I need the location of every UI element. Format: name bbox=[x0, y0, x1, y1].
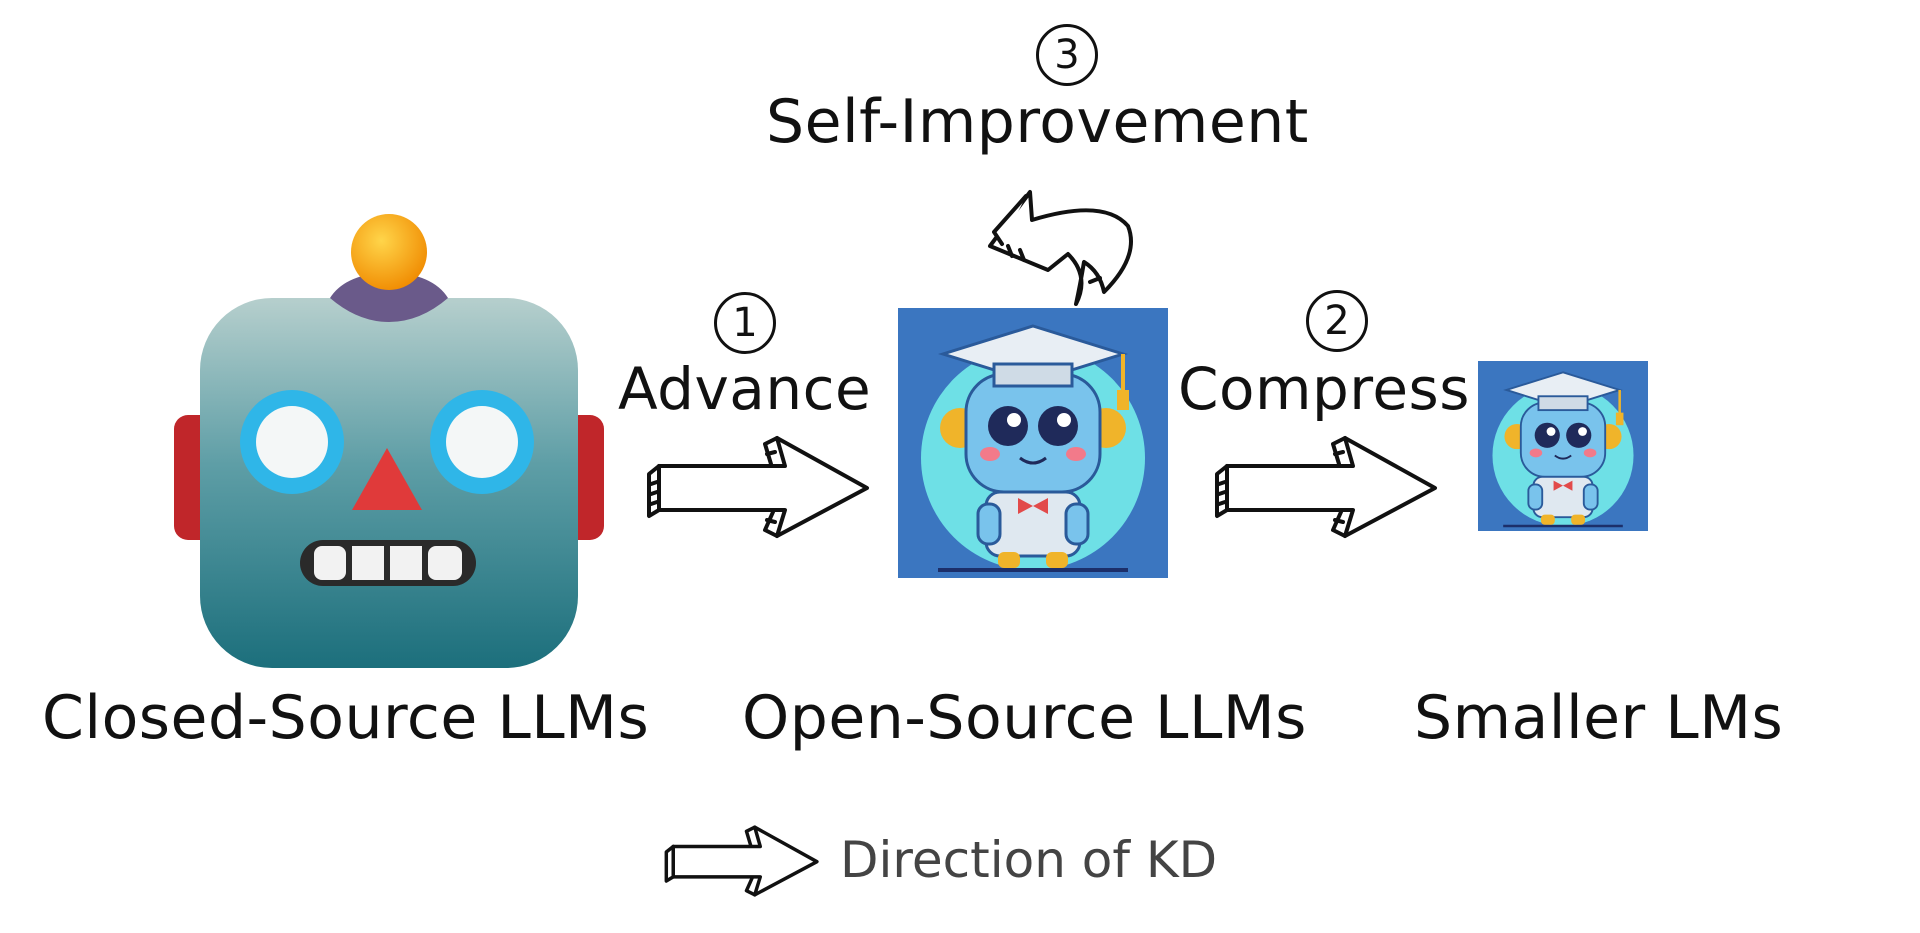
open-source-mascot-icon bbox=[898, 308, 1168, 578]
open-source-llms-label: Open-Source LLMs bbox=[742, 683, 1307, 753]
legend-text: Direction of KD bbox=[840, 831, 1218, 889]
advance-label: Advance bbox=[618, 355, 872, 423]
smaller-lms-label: Smaller LMs bbox=[1414, 683, 1784, 753]
advance-arrow-icon bbox=[645, 432, 875, 542]
self-improvement-curved-arrow-icon bbox=[972, 186, 1142, 308]
smaller-lm-mascot-icon bbox=[1478, 361, 1648, 531]
closed-source-llms-label: Closed-Source LLMs bbox=[42, 683, 650, 753]
legend-arrow-icon bbox=[663, 823, 823, 899]
compress-arrow-icon bbox=[1213, 432, 1443, 542]
step-number-2: 2 bbox=[1306, 290, 1368, 352]
compress-label: Compress bbox=[1178, 355, 1470, 423]
step-number-3: 3 bbox=[1036, 24, 1098, 86]
self-improvement-label: Self-Improvement bbox=[766, 87, 1309, 157]
closed-source-robot-icon bbox=[170, 210, 610, 670]
step-number-1: 1 bbox=[714, 292, 776, 354]
